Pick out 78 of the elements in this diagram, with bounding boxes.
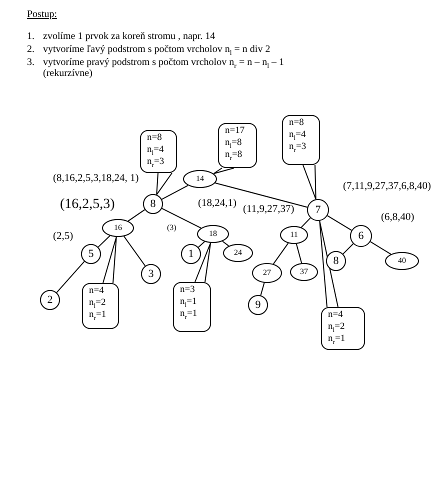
callout-text: n$_{r}$=1 bbox=[180, 310, 198, 320]
sequence-label: (3) bbox=[167, 224, 176, 233]
callout-text: n$_{l}$=2 bbox=[328, 322, 345, 333]
tree-edge bbox=[161, 184, 188, 200]
tree-edge bbox=[326, 215, 352, 231]
sequence-label: (7,11,9,27,37,6,8,40) bbox=[343, 181, 431, 193]
tree-node: 40 bbox=[385, 252, 419, 270]
callout-text: n$_{r}$=1 bbox=[328, 334, 346, 345]
sequence-label: (11,9,27,37) bbox=[243, 204, 294, 216]
tree-node: 37 bbox=[290, 263, 318, 281]
tree-node: 8 bbox=[326, 251, 346, 271]
tree-node: 8 bbox=[143, 194, 163, 214]
callout-text: n$_{l}$=4 bbox=[289, 130, 306, 141]
tree-node: 6 bbox=[350, 225, 372, 247]
tree-edge bbox=[300, 217, 311, 228]
callout-text: n$_{r}$=3 bbox=[147, 158, 164, 168]
sequence-label: (16,2,5,3) bbox=[60, 197, 115, 212]
callout-text: n=17 bbox=[225, 127, 245, 137]
callout-text: n=4 bbox=[89, 287, 104, 297]
callout-text: n=8 bbox=[147, 134, 162, 144]
tree-edge bbox=[222, 240, 230, 246]
tree-edge bbox=[56, 260, 85, 294]
callout-text: n$_{r}$=1 bbox=[89, 310, 106, 321]
tree-node: 24 bbox=[223, 244, 253, 262]
tree-node: 5 bbox=[81, 244, 101, 264]
callout-box bbox=[140, 130, 177, 173]
callout-pointer bbox=[302, 164, 316, 200]
tree-node: 2 bbox=[40, 290, 60, 310]
sequence-label: (8,16,2,5,3,18,24, 1) bbox=[53, 173, 139, 185]
tree-edge bbox=[123, 236, 146, 266]
tree-node: 11 bbox=[280, 226, 308, 244]
tree-node: 14 bbox=[183, 170, 217, 188]
callout-text: n$_{l}$=2 bbox=[89, 298, 106, 309]
callout-pointer bbox=[319, 220, 338, 308]
callout-box bbox=[173, 282, 211, 332]
callout-pointer bbox=[213, 168, 234, 174]
tree-node: 16 bbox=[102, 219, 134, 237]
tree-edge bbox=[128, 209, 146, 222]
callout-text: n$_{l}$=8 bbox=[225, 138, 242, 149]
sequence-label: (6,8,40) bbox=[381, 212, 414, 224]
tree-node: 27 bbox=[252, 263, 282, 283]
list-number: 3. bbox=[27, 57, 34, 68]
tree-edge bbox=[296, 243, 302, 264]
callout-text: n=8 bbox=[289, 119, 304, 129]
list-item: vytvoríme pravý podstrom s počtom vrcholov n$_{r}$ = n – n$_{l}$ – 1 (rekurzívne) bbox=[43, 57, 286, 79]
callout-box bbox=[282, 115, 320, 165]
tree-edge bbox=[98, 235, 110, 248]
list-item: zvolíme 1 prvok za koreň stromu , napr. 14 bbox=[43, 31, 216, 42]
tree-edge bbox=[342, 243, 354, 254]
tree-edge bbox=[214, 182, 308, 208]
tree-edge bbox=[161, 208, 202, 229]
callout-box bbox=[218, 123, 257, 168]
callout-text: n=3 bbox=[180, 286, 195, 296]
tree-node: 18 bbox=[197, 225, 229, 243]
callout-box bbox=[82, 283, 119, 329]
callout-box bbox=[321, 307, 365, 350]
callout-text: n$_{l}$=4 bbox=[147, 146, 164, 156]
sequence-label: (2,5) bbox=[53, 231, 74, 243]
tree-edge bbox=[272, 242, 289, 264]
callout-pointer bbox=[156, 172, 172, 196]
list-item: vytvoríme ľavý podstrom s počtom vrcholov n$_{l}$ = n div 2 bbox=[43, 44, 270, 55]
tree-node: 9 bbox=[248, 295, 268, 315]
tree-edge bbox=[260, 282, 265, 296]
tree-node: 1 bbox=[181, 244, 201, 264]
tree-node: 7 bbox=[307, 199, 329, 221]
callout-pointer bbox=[194, 242, 212, 282]
callout-text: n$_{r}$=3 bbox=[289, 142, 306, 153]
list-number: 1. bbox=[27, 31, 34, 42]
sequence-label: (18,24,1) bbox=[198, 198, 236, 210]
callout-pointer bbox=[102, 236, 117, 284]
callout-text: n=4 bbox=[328, 311, 343, 321]
tree-edge bbox=[198, 241, 206, 248]
heading: Postup: bbox=[27, 9, 58, 20]
callout-text: n$_{l}$=1 bbox=[180, 298, 197, 308]
callout-text: n$_{r}$=8 bbox=[225, 150, 242, 161]
tree-node: 3 bbox=[141, 264, 161, 284]
list-number: 2. bbox=[27, 44, 34, 55]
tree-edge bbox=[370, 241, 392, 255]
